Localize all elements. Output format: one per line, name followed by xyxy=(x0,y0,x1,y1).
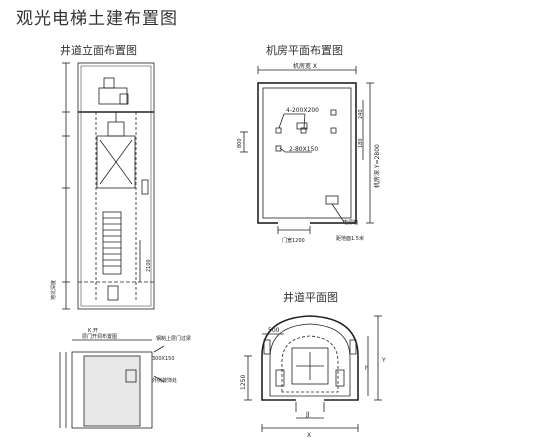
dim-500: 500 xyxy=(268,327,280,334)
label-kj: K 开 xyxy=(88,328,98,334)
holes-4: 4-200X200 xyxy=(286,107,319,114)
machine-room-depth: 机房深 Y=2800 xyxy=(373,144,381,188)
dim-y: Y xyxy=(381,357,386,364)
dim-800: 800 xyxy=(237,138,243,148)
shaft-plan-drawing xyxy=(244,315,382,432)
label-lintel: 钢制上层门过梁 xyxy=(156,335,191,342)
dim-h: h xyxy=(365,365,369,372)
machine-room-plan-drawing xyxy=(240,66,374,234)
power-box-height: 距地面1.5米 xyxy=(336,235,364,242)
door-opening-detail xyxy=(59,339,165,429)
pit-depth-label: 地坑深度 xyxy=(50,280,57,300)
elevation-section-title: 井道立面布置图 xyxy=(60,44,137,57)
shaft-plan-section-title: 井道平面图 xyxy=(283,291,338,304)
label-exterior: 外侧装饰处 xyxy=(152,377,177,384)
label-300x150: 300X150 xyxy=(152,356,175,362)
dim-2100: 2100 xyxy=(146,259,152,272)
power-box-label: 电源箱 xyxy=(343,219,358,226)
shaft-elevation-drawing xyxy=(62,62,155,310)
dim-jj: JJ xyxy=(305,411,310,418)
page-title: 观光电梯土建布置图 xyxy=(16,9,178,29)
label-floor-door: 层门开洞布置图 xyxy=(82,333,117,340)
dim-180: 180 xyxy=(358,138,364,148)
dim-240: 240 xyxy=(358,109,364,119)
door-width: 门宽1200 xyxy=(282,237,305,244)
machine-room-width: 机房宽 X xyxy=(293,62,317,70)
dim-x: X xyxy=(307,432,311,439)
dim-1250: 1250 xyxy=(240,375,247,390)
holes-2: 2-80X150 xyxy=(289,146,318,153)
machine-room-section-title: 机房平面布置图 xyxy=(266,44,343,57)
